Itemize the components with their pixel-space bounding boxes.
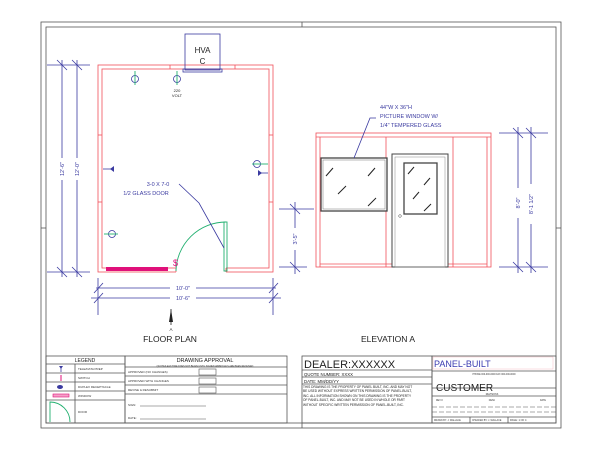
contact-info: PHONE 000-000-0000 FAX 000-000-0000 [472,373,516,376]
duplex-receptacle-icon [173,71,181,85]
outlet-note-2: VOLT [172,93,183,98]
dealer-block: DEALER:XXXXXX QUOTE NUMBER: XXXX DATE: M… [301,355,433,424]
page-number: PAGE: 1 OF 4 [510,418,527,422]
quote-date: DATE: MM/DD/YY [304,379,339,384]
approval-title: DRAWING APPROVAL [177,358,234,364]
drawn-by: DRAWN BY: J. WALLACE [434,419,461,422]
duplex-receptacle-icon [252,160,268,168]
approval-checkbox[interactable] [198,377,217,385]
revisions-header: REVISIONS [486,394,499,396]
floor-plan: HVA C 220 VOLT $ 3-0 X 7-0 1/2 GLASS DOO… [47,33,281,344]
approval-checkbox[interactable] [198,386,217,394]
dimension-sill: 3'-5" [279,202,314,274]
picture-window [320,157,388,212]
dim-outer-height: 12'-6" [60,162,66,176]
approval-option: APPROVED WITH CHANGES [128,379,169,383]
rev-col: REV # [436,400,443,402]
tele-data-icon [258,170,268,176]
door-note-2: 1/2 GLASS DOOR [123,191,169,197]
outlet-note-1: 220 [174,88,181,93]
legend-table: LEGEND TELE/DATA PREP SWITCH DUPLEX RECE… [45,355,126,424]
checked-by: CHECKED BY: J. WALLACE [472,419,502,422]
dimension-wall-height: 8'-0" 8'-1 1/2" [499,127,548,273]
customer-name: CUSTOMER [436,383,493,394]
hvac-label-2: C [200,57,206,66]
dimension-height: 12'-6" 12'-0" [47,59,90,278]
dim-sill: 3'-5" [293,233,299,244]
tele-data-icon [59,366,63,372]
tele-data-icon [103,166,114,172]
approval-option: REVISE & RESUBMIT [128,388,158,392]
legend-item: DOOR [78,410,88,414]
dim-height-2: 8'-1 1/2" [529,194,535,214]
floor-plan-title: FLOOR PLAN [143,334,197,344]
window-note-1: 44"W X 36"H [380,105,412,111]
hvac-unit: HVA C [182,33,223,73]
dim-height-1: 8'-0" [516,197,522,208]
duplex-receptacle-icon [57,385,63,389]
door [391,153,449,268]
rev-col: DESC [489,400,496,402]
door-icon [49,401,71,423]
drawing-approval: DRAWING APPROVAL QUOTE/LEAD TIME DOES NO… [124,355,288,424]
door-swing [175,221,228,272]
legend-item: SWITCH [78,376,90,380]
legend-item: DUPLEX RECEPTACLE [78,385,111,389]
legend-item: TELE/DATA PREP [78,367,103,371]
disclaimer: THIS DRAWING IS THE PROPERTY OF PANEL BU… [303,385,413,407]
brand-logo: PANEL-BUILT [434,359,491,369]
section-marker: A [169,327,172,332]
dealer-name: DEALER:XXXXXX [304,359,396,371]
section-arrow-icon [169,309,173,325]
dimension-width: 10'-0" 10'-6" [91,278,281,315]
dim-outer-width: 10'-6" [176,296,190,302]
legend-title: LEGEND [75,358,96,364]
quote-number: QUOTE NUMBER: XXXX [304,372,353,377]
duplex-receptacle-icon [104,230,118,238]
sign-label: SIGN: [128,403,136,407]
switch-icon: $ [173,258,178,268]
duplex-receptacle-icon [131,71,139,85]
date-label: DATE: [128,416,137,420]
door-leader [178,183,225,249]
window-marker [106,267,168,271]
outer-frame [40,21,562,429]
legend-item: WINDOW [78,394,91,398]
door-note-1: 3-0 X 7-0 [147,182,170,188]
elevation-a: 44"W X 36"H PICTURE WINDOW W/ 1/4" TEMPE… [279,105,548,344]
dim-inner-width: 10'-0" [176,286,190,292]
door-knob-icon [398,214,402,218]
approval-checkbox[interactable] [198,368,217,376]
approval-note: QUOTE/LEAD TIME DOES NOT BEGIN UNTIL SIG… [157,365,254,368]
company-block: PANEL-BUILT PHONE 000-000-0000 FAX 000-0… [431,355,557,424]
window-note-3: 1/4" TEMPERED GLASS [380,123,442,129]
rev-col: DATE [540,399,546,402]
window-note-2: PICTURE WINDOW W/ [380,114,439,120]
inner-frame [45,26,557,424]
window-icon [52,393,70,398]
window-leader [353,117,376,159]
elevation-title: ELEVATION A [361,334,415,344]
hvac-label-1: HVA [195,46,212,55]
dim-inner-height: 12'-0" [75,162,81,176]
approval-option: APPROVED (NO CHANGES) [128,370,168,374]
